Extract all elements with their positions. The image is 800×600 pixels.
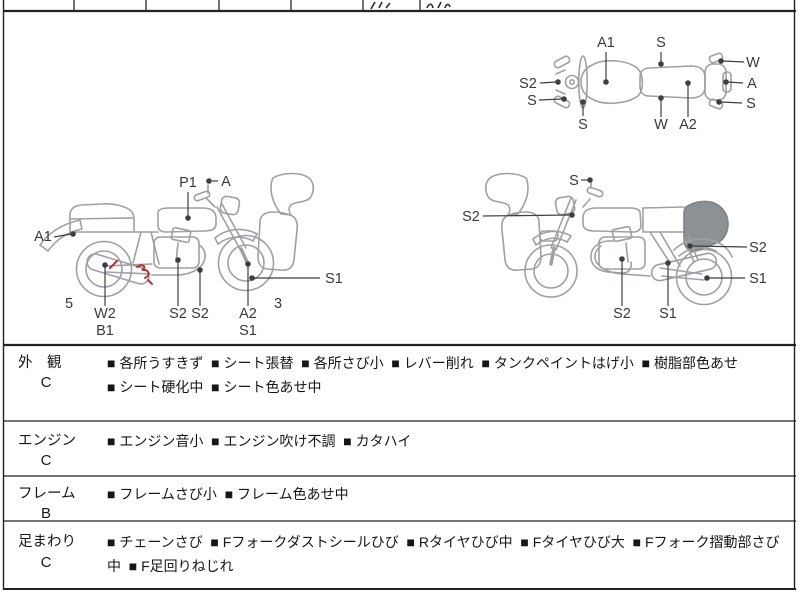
front-cowl-upper [484,172,529,216]
condition-code-label: S2 [749,240,767,256]
front-cowl-lower [500,211,542,271]
condition-code-label: A2 [679,117,697,133]
condition-code-label: A1 [34,229,52,245]
condition-notes: ■ フレームさび小 ■ フレーム色あせ中 [107,482,788,506]
condition-notes: ■ 各所うすきず ■ シート張替 ■ 各所さび小 ■ レバー削れ ■ タンクペイ… [107,351,788,399]
side-view-diagram-right [484,172,733,306]
condition-code-label: S [746,96,756,112]
condition-note-line: ■ チェーンさび ■ Fフォークダストシールひび ■ Rタイヤひび中 ■ Fタイ… [107,534,780,550]
exhaust-pipe [594,245,651,277]
grade-value: B [40,505,51,522]
seat [639,65,706,99]
category-label: エンジン [18,433,76,449]
condition-note-line: ■ 各所うすきず ■ シート張替 ■ 各所さび小 ■ レバー削れ ■ タンクペイ… [107,355,738,371]
grade-value: C [40,452,52,469]
right-view-leaders [482,177,748,306]
carburetor [170,226,192,244]
muffler [650,252,718,282]
inspection-row-undercarriage: 足まわり C ■ チェーンさび ■ Fフォークダストシールひび ■ Rタイヤひび… [4,521,794,589]
condition-code-label: S [527,93,537,109]
front-cowl-lower [257,211,299,271]
fuel-tank [580,59,644,105]
grade-value: C [40,374,52,391]
grade-value: C [40,554,52,571]
header-row-remnant [73,0,451,11]
condition-code-label: S [569,173,579,189]
rear-fender [39,219,83,252]
tail-cowl-shaded [683,200,729,252]
engine-guard [590,240,632,274]
front-fender [532,230,572,240]
condition-note-line: ■ エンジン音小 ■ エンジン吹け不調 ■ カタハイ [107,433,412,449]
condition-note-line: 中 ■ F足回りねじれ [107,558,234,574]
condition-code-label: S2 [462,209,480,225]
condition-code-label: S1 [749,271,767,287]
cutoff-text-fragment [370,1,391,10]
condition-code-label: A2 [239,306,257,322]
condition-code-label: W2 [94,306,116,322]
condition-code-label: A1 [597,35,615,51]
rear-wheel [675,248,733,306]
engine [153,236,200,269]
condition-code-label: B1 [96,323,114,339]
condition-code-label: S [656,35,666,51]
top-view-diagram [553,52,732,110]
seat [642,206,685,209]
handlebar-grip [553,55,571,69]
fuel-tank [157,207,217,233]
condition-code-label: W [654,117,668,133]
condition-code-label: W [746,55,760,71]
condition-code-label: P1 [179,175,197,191]
damage-marks [109,260,153,285]
condition-code-label: S2 [613,306,631,322]
condition-code-label: S2 [191,306,209,322]
seat [69,203,135,233]
condition-code-label: S2 [169,306,187,322]
headlight [219,195,241,216]
condition-code-label: S1 [325,271,343,287]
cutoff-text-fragment [426,1,451,9]
front-fender [214,228,258,239]
condition-code-label: A [747,76,757,92]
condition-code-label: 5 [65,296,73,312]
fuel-tank [582,207,642,233]
rear-wheel [75,240,133,298]
condition-notes: ■ エンジン音小 ■ エンジン吹け不調 ■ カタハイ [107,429,788,453]
condition-code-label: S1 [239,323,257,339]
front-wheel [217,234,275,292]
exhaust-pipe [151,244,206,276]
right-view-labels: S S2 S2 S1 S2 S1 [462,173,767,322]
category-label: 足まわり [18,534,76,550]
top-view-leaders [538,52,745,117]
condition-code-label: 3 [274,296,282,312]
top-view-labels: S2 S S A1 S W A S W A2 [519,35,760,133]
condition-code-label: A [221,174,231,190]
inspection-row-engine: エンジン C ■ エンジン音小 ■ エンジン吹け不調 ■ カタハイ [4,421,794,476]
condition-note-line: ■ シート硬化中 ■ シート色あせ中 [107,379,322,395]
steering-head [564,74,580,90]
inspection-row-exterior: 外 観 C ■ 各所うすきず ■ シート張替 ■ 各所さび小 ■ レバー削れ ■… [4,345,794,421]
muffler [86,253,150,285]
left-view-leaders [53,178,320,306]
inspection-row-frame: フレーム B ■ フレームさび小 ■ フレーム色あせ中 [4,476,794,522]
condition-code-label: S2 [519,76,537,92]
condition-note-line: ■ フレームさび小 ■ フレーム色あせ中 [107,486,349,502]
category-label: フレーム [18,486,76,502]
condition-notes: ■ チェーンさび ■ Fフォークダストシールひび ■ Rタイヤひび中 ■ Fタイ… [107,530,788,578]
carburetor [611,225,633,243]
condition-code-label: S [578,117,588,133]
condition-code-label: S1 [659,306,677,322]
rear-shock [683,237,695,263]
front-cowl-upper [270,172,315,216]
left-view-labels: P1 A A1 5 W2 B1 S2 S2 A2 S1 3 S1 [34,174,343,339]
sheet-borders [2,0,796,590]
front-wheel [524,244,578,298]
category-label: 外 観 [18,355,62,371]
handlebar [586,186,604,198]
headlight [554,195,576,216]
front-fork [549,246,556,266]
handlebar [193,190,211,202]
side-view-diagram-left [39,172,315,298]
